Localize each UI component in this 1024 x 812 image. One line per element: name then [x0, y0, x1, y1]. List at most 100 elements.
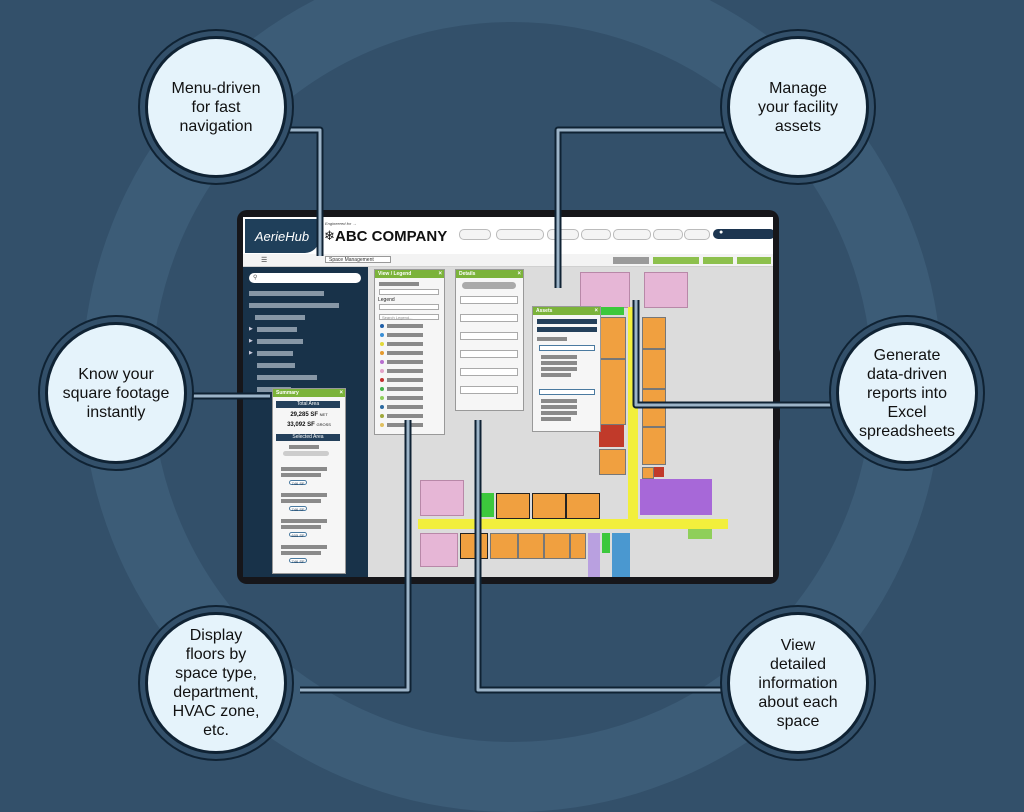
room[interactable] [518, 533, 544, 559]
area-chip[interactable]: 746 SF [289, 480, 307, 486]
legend-item[interactable] [387, 324, 423, 328]
details-toggle[interactable] [462, 282, 516, 289]
sidebar-item[interactable] [257, 351, 293, 356]
sidebar-item[interactable] [249, 291, 324, 296]
details-field[interactable] [460, 332, 518, 340]
view-legend-header: View / Legend× [375, 270, 444, 278]
legend-select[interactable] [379, 304, 439, 310]
legend-swatch-icon [380, 378, 384, 382]
sidebar-item[interactable] [255, 315, 305, 320]
room[interactable] [599, 307, 624, 315]
legend-item[interactable] [387, 405, 423, 409]
room[interactable] [654, 467, 664, 477]
nav-pill-4[interactable] [581, 229, 611, 240]
room[interactable] [544, 533, 570, 559]
room[interactable] [580, 272, 630, 308]
sidebar-item[interactable] [257, 375, 317, 380]
room[interactable] [612, 533, 630, 577]
details-field[interactable] [460, 296, 518, 304]
toolbar-tab-4[interactable] [737, 257, 771, 264]
sidebar-search-input[interactable]: ⚲ [249, 273, 361, 283]
sidebar-item[interactable] [257, 327, 297, 332]
room[interactable] [642, 467, 654, 479]
legend-item[interactable] [387, 360, 423, 364]
close-icon[interactable]: × [438, 271, 442, 277]
room[interactable] [688, 529, 712, 539]
expand-arrow-icon[interactable]: ▶ [249, 350, 253, 356]
room[interactable] [460, 533, 488, 559]
nav-pill-2[interactable] [496, 229, 544, 240]
details-field[interactable] [460, 314, 518, 322]
hamburger-menu-icon[interactable]: ☰ [261, 257, 268, 264]
room[interactable] [480, 493, 494, 517]
sidebar-item[interactable] [257, 339, 303, 344]
area-chip[interactable]: 746 SF [289, 558, 307, 564]
toolbar-tab-1[interactable] [613, 257, 649, 264]
legend-item[interactable] [387, 396, 423, 400]
room[interactable] [640, 479, 712, 515]
sidebar-item[interactable] [249, 303, 339, 308]
selected-item [281, 525, 321, 529]
view-select[interactable] [379, 289, 439, 295]
room[interactable] [642, 427, 666, 465]
close-icon[interactable]: × [339, 390, 343, 396]
area-chip[interactable]: 605 SF [289, 532, 307, 538]
legend-item[interactable] [387, 387, 423, 391]
toolbar-tab-3[interactable] [703, 257, 733, 264]
legend-item[interactable] [387, 369, 423, 373]
selected-area-label: Selected Area [276, 434, 340, 441]
room[interactable] [599, 359, 626, 425]
legend-item[interactable] [387, 378, 423, 382]
nav-pill-7[interactable] [684, 229, 710, 240]
room[interactable] [602, 533, 610, 553]
room[interactable] [496, 493, 530, 519]
details-field[interactable] [460, 386, 518, 394]
room[interactable] [420, 533, 458, 567]
room[interactable] [490, 533, 518, 559]
asset-select[interactable] [539, 389, 595, 395]
total-area-label: Total Area [276, 401, 340, 408]
room[interactable] [642, 317, 666, 349]
user-menu-button[interactable]: ● [713, 229, 773, 239]
details-field[interactable] [460, 368, 518, 376]
toolbar-tab-2[interactable] [653, 257, 699, 264]
close-icon[interactable]: × [594, 308, 598, 314]
engineered-for-label: Engineered for → [325, 221, 357, 226]
room[interactable] [532, 493, 566, 519]
nav-pill-6[interactable] [653, 229, 683, 240]
area-chip[interactable]: 746 SF [289, 506, 307, 512]
summary-panel: Summary× Total Area 29,285 SF NET 33,092… [272, 388, 346, 574]
legend-item[interactable] [387, 414, 423, 418]
room[interactable] [566, 493, 600, 519]
room[interactable] [570, 533, 586, 559]
sidebar-item[interactable] [257, 363, 295, 368]
room[interactable] [642, 349, 666, 389]
details-field[interactable] [460, 350, 518, 358]
nav-pill-1[interactable] [459, 229, 491, 240]
room[interactable] [642, 389, 666, 427]
asset-item [541, 399, 577, 403]
module-select[interactable]: Space Management [325, 256, 391, 263]
expand-arrow-icon[interactable]: ▶ [249, 326, 253, 332]
room[interactable] [599, 449, 626, 475]
close-icon[interactable]: × [517, 271, 521, 277]
asset-select[interactable] [539, 345, 595, 351]
nav-pill-3[interactable] [547, 229, 579, 240]
area-slider[interactable] [283, 451, 329, 456]
legend-search-input[interactable]: Search Legend... [379, 314, 439, 320]
legend-item[interactable] [387, 342, 423, 346]
company-logo-icon: ❄ [324, 228, 335, 243]
legend-item[interactable] [387, 423, 423, 427]
nav-pill-5[interactable] [613, 229, 651, 240]
room[interactable] [588, 533, 600, 577]
room[interactable] [599, 425, 624, 447]
legend-swatch-icon [380, 423, 384, 427]
legend-item[interactable] [387, 351, 423, 355]
aeriehub-logo[interactable]: AerieHub [245, 219, 319, 253]
room[interactable] [420, 480, 464, 516]
legend-item[interactable] [387, 333, 423, 337]
asset-item [541, 355, 577, 359]
expand-arrow-icon[interactable]: ▶ [249, 338, 253, 344]
room[interactable] [599, 317, 626, 359]
room[interactable] [644, 272, 688, 308]
